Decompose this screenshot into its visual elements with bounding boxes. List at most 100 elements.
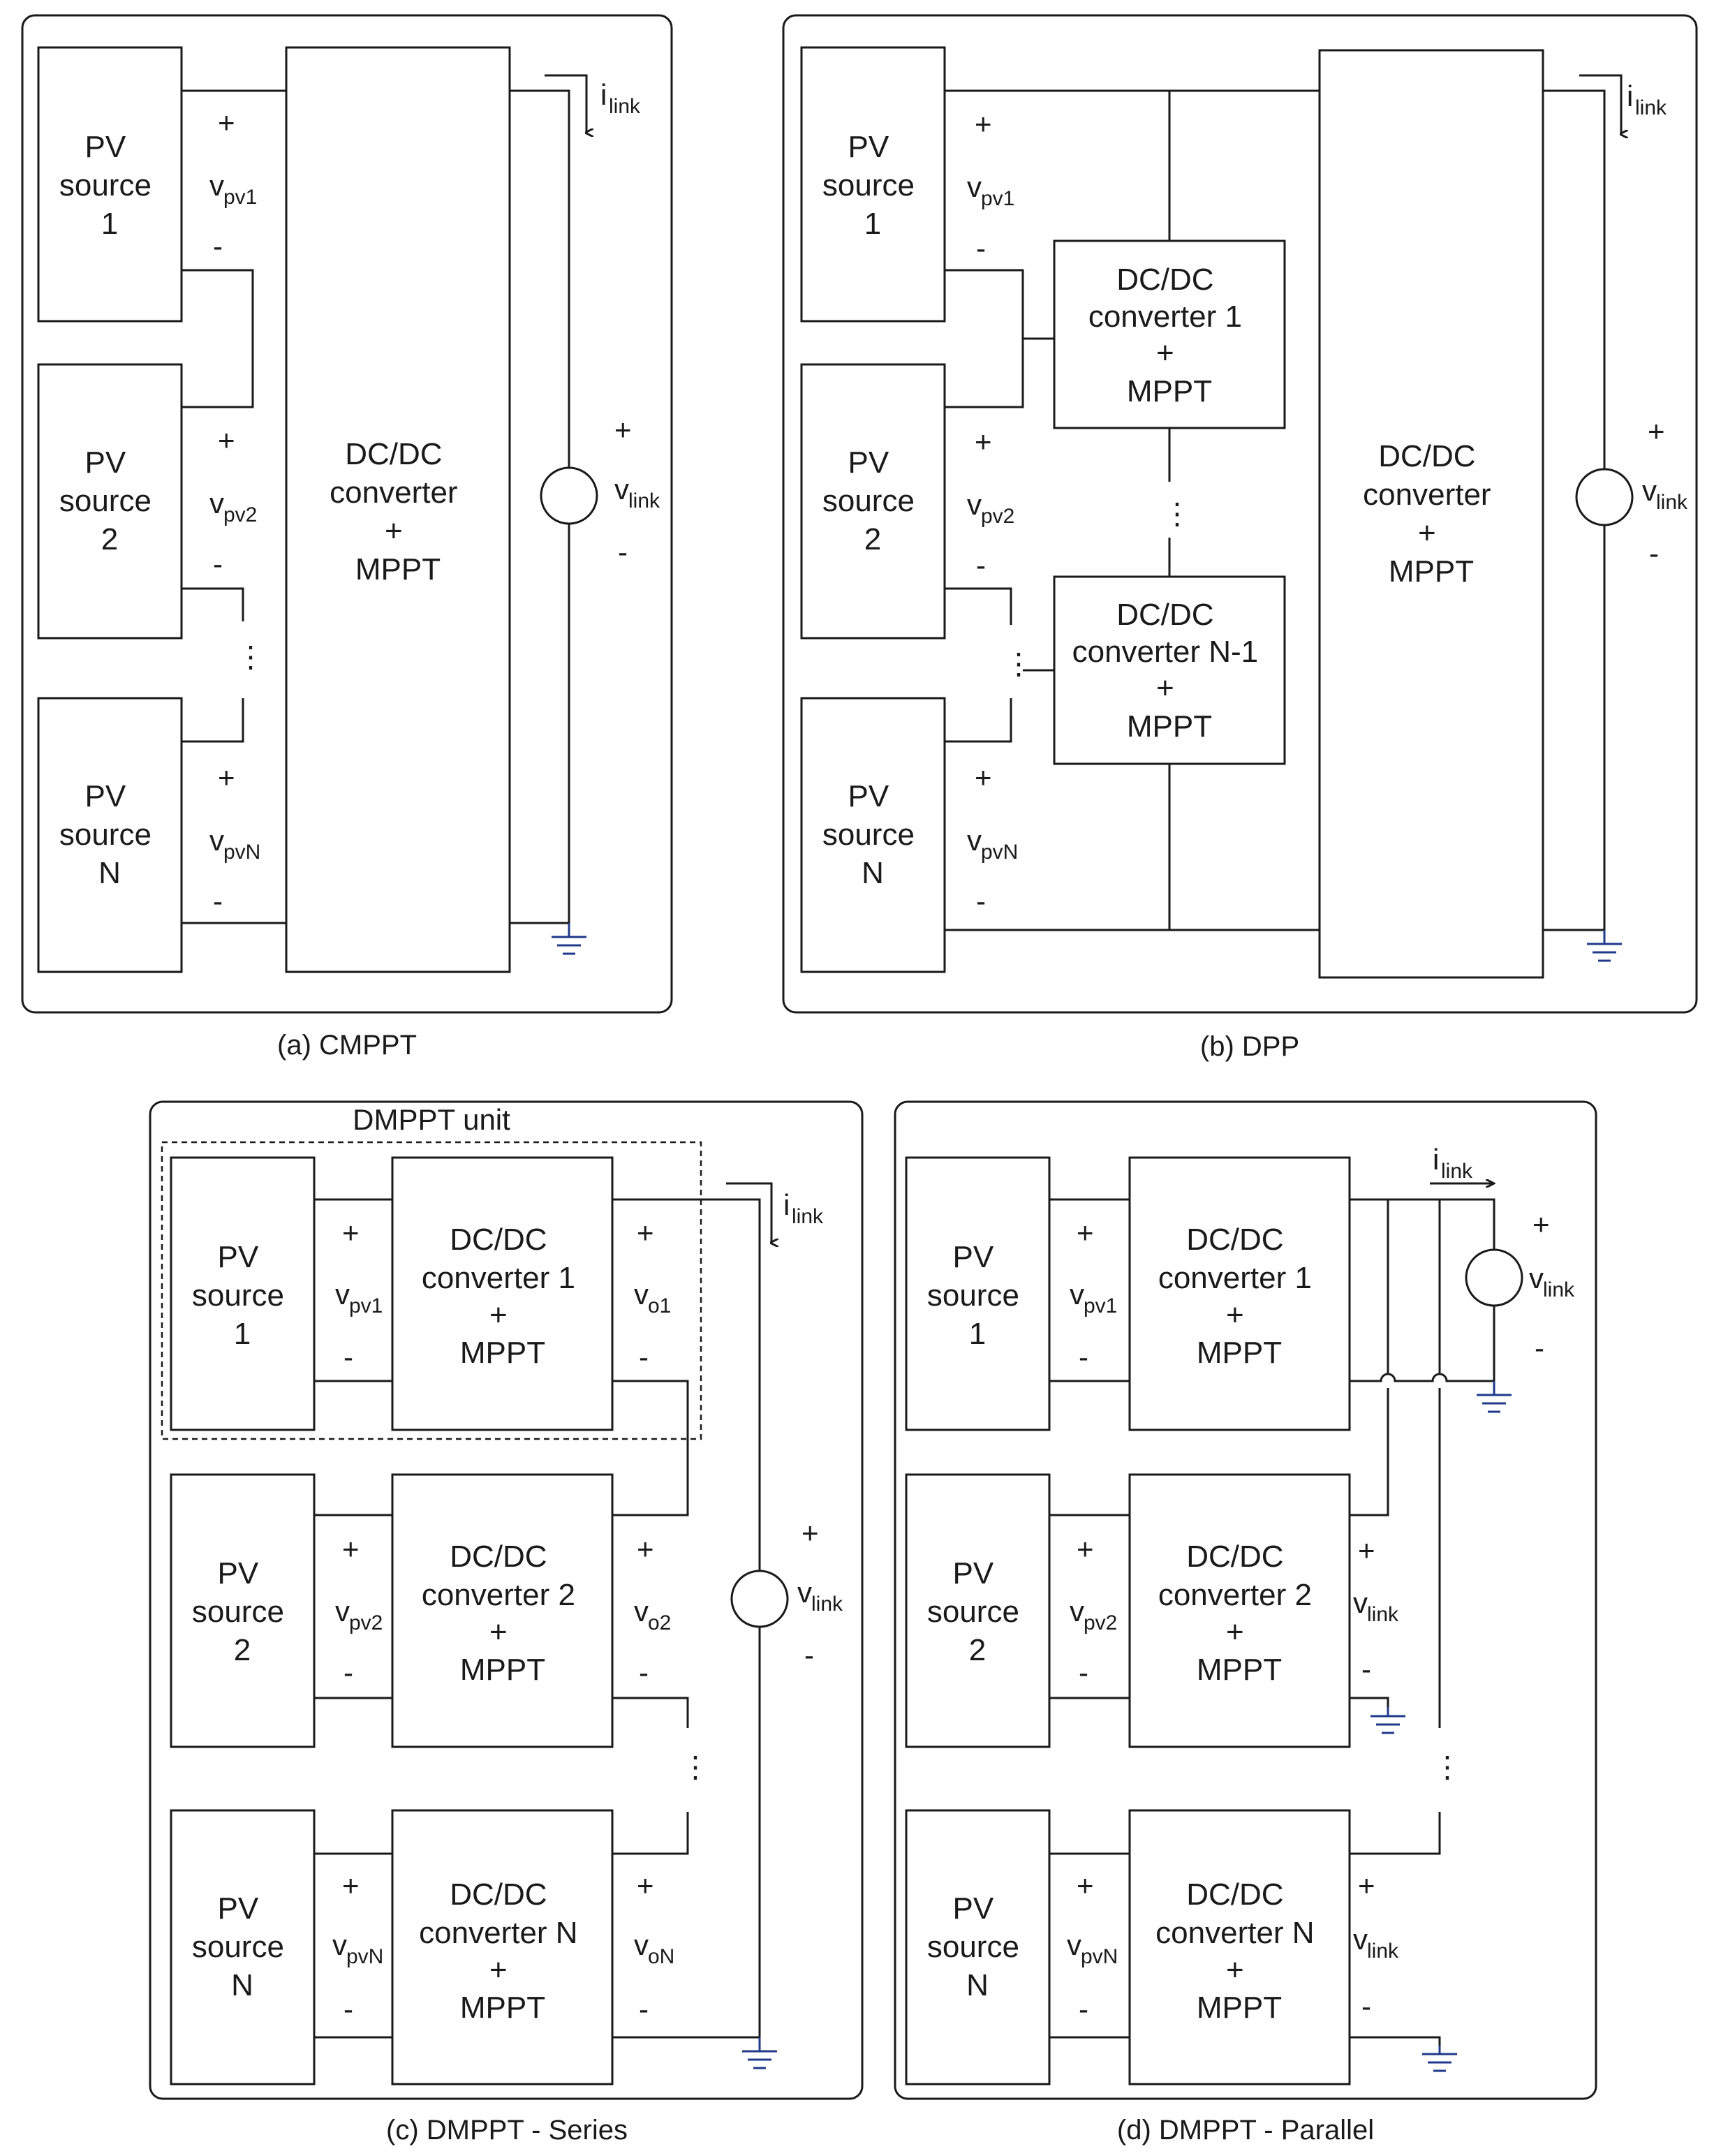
svg-text:v: v (209, 487, 224, 519)
svg-text:-: - (343, 1656, 353, 1689)
svg-text:-: - (976, 549, 986, 582)
svg-text:⋮: ⋮ (1162, 497, 1192, 530)
svg-text:-: - (1361, 1990, 1371, 2023)
ground-icon (1371, 1707, 1405, 1734)
ilink-arrow (545, 74, 586, 133)
pv-source-N-box (37, 697, 183, 973)
svg-text:PV source 2: PV source 2 (822, 445, 923, 556)
svg-text:pv1: pv1 (1084, 1294, 1117, 1317)
svg-text:-: - (639, 1341, 649, 1373)
svg-text:v: v (335, 1278, 350, 1310)
svg-text:pv2: pv2 (981, 505, 1014, 528)
svg-text:PV source 1: PV source 1 (927, 1240, 1028, 1351)
svg-text:o1: o1 (648, 1294, 671, 1317)
svg-text:v: v (332, 1928, 347, 1961)
svg-text:PV source 2: PV source 2 (192, 1556, 293, 1667)
svg-text:⋮: ⋮ (1004, 647, 1033, 680)
pv-source-1-box (37, 46, 183, 323)
svg-text:pv2: pv2 (1084, 1611, 1117, 1634)
svg-text:pvN: pvN (1081, 1945, 1118, 1968)
svg-text:DC/DC converter N: DC/DC converter N + MPPT (1155, 1877, 1323, 2025)
svg-text:-: - (976, 885, 986, 917)
svg-text:v: v (1353, 1923, 1368, 1956)
svg-text:+: + (975, 108, 992, 140)
svg-text:DC/DC converter 1: DC/DC converter 1 + MPPT (1088, 263, 1250, 408)
svg-text:+: + (975, 761, 992, 794)
ground-icon (552, 923, 586, 955)
svg-text:pv1: pv1 (981, 187, 1014, 210)
svg-text:+: + (342, 1869, 360, 1902)
svg-text:PV source 1: PV source 1 (192, 1240, 293, 1351)
svg-text:link: link (1367, 1940, 1399, 1963)
svg-text:PV source N: PV source N (192, 1891, 293, 2002)
svg-text:v: v (1529, 1262, 1544, 1294)
svg-text:v: v (335, 1595, 350, 1627)
caption-b: (b) DPP (1200, 1031, 1299, 1062)
svg-text:i: i (600, 78, 607, 111)
svg-text:pv2: pv2 (349, 1611, 383, 1634)
svg-text:link: link (1367, 1603, 1399, 1626)
svg-text:o2: o2 (648, 1611, 671, 1634)
svg-text:+: + (637, 1869, 654, 1902)
svg-text:-: - (1079, 1341, 1088, 1373)
svg-text:-: - (1535, 1331, 1544, 1364)
svg-text:DC/DC converter 1: DC/DC converter 1 + MPPT (422, 1223, 584, 1370)
svg-text:-: - (343, 1341, 353, 1373)
svg-text:v: v (209, 169, 224, 202)
svg-text:PV source 1: PV source 1 (822, 130, 923, 241)
svg-text:+: + (1077, 1869, 1094, 1902)
svg-text:-: - (1649, 537, 1659, 570)
svg-text:-: - (639, 1656, 649, 1689)
ground-icon (1422, 2046, 1457, 2072)
svg-text:i: i (1433, 1143, 1439, 1176)
svg-text:-: - (213, 547, 223, 580)
svg-text:v: v (634, 1278, 649, 1310)
svg-text:⋮: ⋮ (236, 640, 265, 673)
svg-text:DMPPT unit: DMPPT unit (353, 1103, 510, 1136)
caption-c: (c) DMPPT - Series (386, 2115, 628, 2146)
svg-text:+: + (342, 1533, 360, 1565)
dmppt-unit-outline (161, 1141, 702, 1440)
svg-text:i: i (783, 1188, 790, 1221)
svg-text:pv1: pv1 (349, 1294, 383, 1317)
svg-text:pv1: pv1 (223, 186, 257, 209)
svg-text:link: link (628, 489, 660, 512)
svg-text:v: v (1067, 1928, 1081, 1961)
svg-text:+: + (218, 106, 235, 139)
svg-text:-: - (213, 885, 223, 917)
svg-text:+: + (1077, 1533, 1094, 1565)
svg-text:v: v (797, 1576, 812, 1609)
svg-text:v: v (634, 1928, 649, 1961)
vlink-source-a (540, 466, 598, 525)
svg-text:+: + (637, 1216, 654, 1249)
svg-text:pv2: pv2 (223, 503, 257, 526)
svg-text:+: + (1358, 1869, 1375, 1902)
svg-text:PV source N: PV source N (927, 1891, 1028, 2002)
svg-text:-: - (1079, 1656, 1088, 1689)
svg-text:-: - (1079, 1993, 1088, 2025)
svg-text:v: v (209, 824, 224, 857)
svg-text:v: v (967, 170, 982, 203)
svg-text:v: v (1070, 1595, 1084, 1627)
svg-text:-: - (976, 232, 986, 265)
svg-text:+: + (1077, 1216, 1094, 1249)
svg-text:pvN: pvN (346, 1945, 383, 1968)
svg-text:link: link (1656, 491, 1688, 514)
svg-text:+: + (637, 1533, 654, 1565)
svg-text:-: - (343, 1993, 353, 2025)
svg-text:+: + (218, 761, 235, 794)
ground-icon (742, 2037, 777, 2069)
svg-text:oN: oN (648, 1945, 674, 1968)
svg-text:+: + (801, 1516, 819, 1549)
caption-d: (d) DMPPT - Parallel (1117, 2115, 1374, 2146)
svg-text:pvN: pvN (981, 841, 1018, 864)
svg-text:-: - (639, 1993, 649, 2025)
ground-icon (1477, 1381, 1512, 1413)
pv-source-2-box (37, 363, 183, 640)
svg-text:DC/DC converter 2: DC/DC converter 2 + MPPT (1158, 1540, 1320, 1687)
svg-text:PV source N: PV source N (59, 779, 160, 890)
svg-text:+: + (1358, 1534, 1375, 1567)
svg-text:link: link (1635, 96, 1667, 119)
svg-text:PV source 2: PV source 2 (927, 1556, 1028, 1667)
